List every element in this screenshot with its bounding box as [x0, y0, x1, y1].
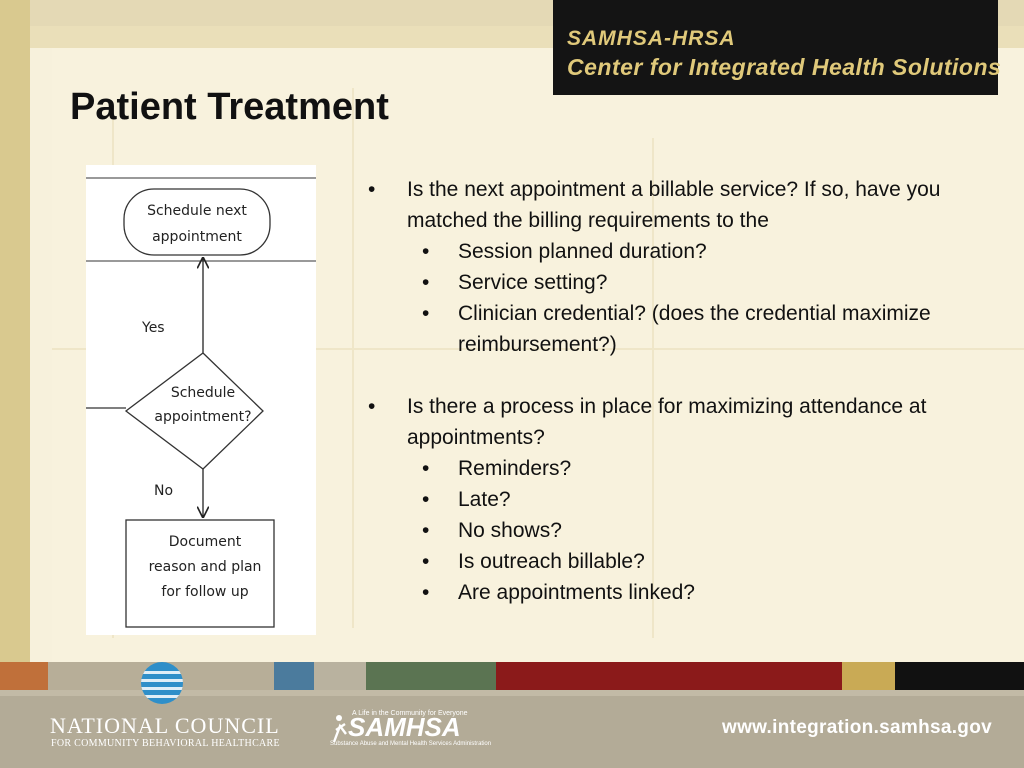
stripe-blue [274, 662, 314, 690]
sub-bullet-item: No shows? [362, 515, 992, 546]
globe-icon [141, 662, 183, 704]
decor-line [652, 138, 654, 638]
stripe-red [496, 662, 842, 690]
schedule-next-label-1: Schedule next [147, 203, 247, 219]
stripe-grey [314, 662, 366, 690]
document-label-3: for follow up [161, 584, 248, 600]
stripe-orange [0, 662, 48, 690]
yes-label: Yes [141, 320, 165, 336]
website-url[interactable]: www.integration.samhsa.gov [722, 717, 992, 738]
decor-line [352, 88, 354, 628]
schedule-next-label-2: appointment [152, 229, 242, 245]
bullet-spacer [362, 360, 992, 391]
samhsa-subtitle: Substance Abuse and Mental Health Servic… [330, 741, 492, 747]
sub-bullet-item: Reminders? [362, 453, 992, 484]
samhsa-name: SAMHSA [348, 712, 461, 742]
document-label-2: reason and plan [149, 559, 262, 575]
decision-label-2: appointment? [154, 409, 251, 425]
national-council-name: NATIONAL COUNCIL [50, 713, 280, 738]
sub-bullet-item: Is outreach billable? [362, 546, 992, 577]
samhsa-figure-icon [332, 715, 347, 743]
stripe-gold [842, 662, 895, 690]
flowchart-panel: Schedule next appointment Yes Schedule a… [86, 165, 316, 635]
frame-left-band [0, 0, 30, 662]
decision-label-1: Schedule [171, 385, 235, 401]
sub-bullet-item: Service setting? [362, 267, 992, 298]
bullet-item: Is the next appointment a billable servi… [362, 174, 992, 236]
sub-bullet-item: Late? [362, 484, 992, 515]
brand-header: SAMHSA-HRSA Center for Integrated Health… [553, 0, 1002, 95]
brand-line1: SAMHSA-HRSA [567, 27, 736, 50]
stripe-black [895, 662, 1024, 690]
brand-line2: Center for Integrated Health Solutions [567, 54, 1002, 80]
page-title: Patient Treatment [70, 86, 389, 128]
stripe-green [366, 662, 496, 690]
sub-bullet-item: Clinician credential? (does the credenti… [362, 298, 992, 360]
national-council-subtitle: FOR COMMUNITY BEHAVIORAL HEALTHCARE [51, 738, 280, 749]
document-node [125, 519, 275, 628]
samhsa-tagline: A Life in the Community for Everyone [352, 710, 468, 717]
sub-bullet-item: Are appointments linked? [362, 577, 992, 608]
bullet-item: Is there a process in place for maximizi… [362, 391, 992, 453]
footer [0, 690, 1024, 768]
sub-bullet-item: Session planned duration? [362, 236, 992, 267]
flowchart: Schedule next appointment Yes Schedule a… [86, 177, 316, 628]
schedule-next-node [123, 188, 271, 256]
no-label: No [154, 483, 173, 499]
document-label-1: Document [169, 534, 242, 550]
bullet-list: Is the next appointment a billable servi… [362, 174, 992, 608]
